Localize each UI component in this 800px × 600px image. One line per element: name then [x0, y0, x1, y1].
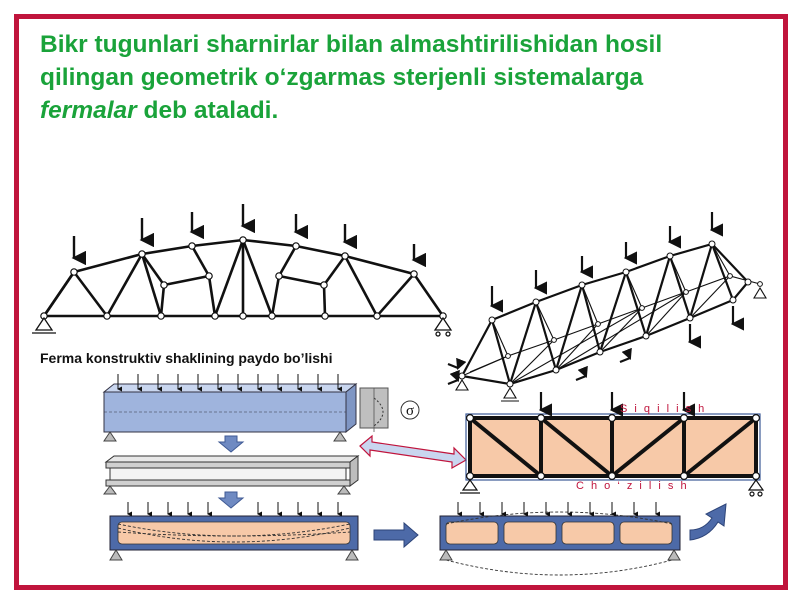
space-truss — [461, 242, 749, 386]
arched-truss-nodes — [40, 236, 447, 320]
parallel-truss — [465, 413, 761, 481]
slide-title: Bikr tugunlari sharnirlar bilan almashti… — [40, 28, 760, 127]
arched-truss-loads — [71, 204, 426, 268]
web-beam — [109, 515, 359, 551]
solid-beam — [102, 382, 358, 434]
flow-arrow-down-1 — [217, 435, 245, 453]
parallel-truss-loads — [538, 392, 695, 417]
flow-arrow-double — [359, 434, 467, 470]
web-beam-loads — [127, 502, 342, 517]
space-truss-supports — [455, 286, 767, 402]
open-web-beam — [439, 511, 681, 576]
section-subtitle: Ferma konstruktiv shaklining paydo bo’li… — [40, 350, 333, 366]
arched-truss — [42, 238, 445, 318]
solid-beam-loads — [117, 374, 342, 392]
i-beam — [104, 455, 360, 487]
section-stress-detail: σ — [359, 387, 420, 432]
title-line-1: Bikr tugunlari sharnirlar bilan almashti… — [40, 31, 663, 58]
solid-beam-supports — [103, 431, 347, 442]
space-truss-nodes — [458, 240, 763, 388]
open-web-beam-supports — [439, 549, 681, 561]
parallel-truss-nodes — [466, 414, 760, 481]
flow-arrow-up — [689, 503, 727, 541]
tension-label: C h o ‘ z i l i s h — [576, 480, 689, 492]
i-beam-supports — [103, 485, 351, 495]
open-web-beam-loads — [457, 502, 660, 517]
flow-arrow-down-2 — [217, 491, 245, 509]
web-beam-supports — [109, 549, 359, 561]
title-line-2: qilingan geometrik o‘zgarmas sterjenli s… — [40, 64, 644, 91]
sigma-symbol: σ — [406, 403, 414, 419]
slide-frame — [14, 14, 788, 590]
space-truss-loads — [447, 212, 744, 386]
title-term: fermalar — [40, 97, 137, 124]
space-truss-secondary — [461, 243, 761, 385]
title-line-3-rest: deb ataladi. — [136, 97, 279, 124]
arched-truss-supports — [32, 316, 453, 337]
parallel-truss-supports — [460, 478, 765, 497]
compression-label: S i q i l i s h — [620, 403, 706, 415]
flow-arrow-right — [373, 521, 419, 549]
